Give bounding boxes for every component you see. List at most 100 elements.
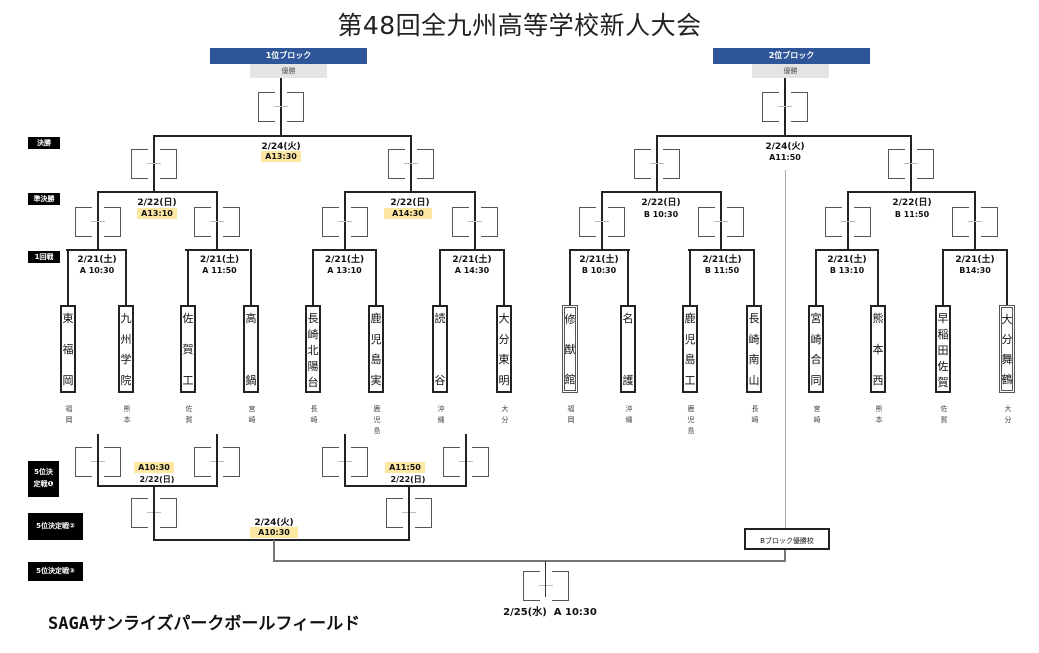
team-name-char: 工 [182, 374, 194, 387]
team-name-char: 早 [937, 312, 949, 325]
bracket-line [97, 191, 99, 249]
bracket-line [312, 249, 314, 305]
prefecture-char: 本 [123, 416, 131, 424]
bracket-line [125, 249, 127, 305]
bracket-line [601, 191, 722, 193]
b2-final-date: 2/24(火) [765, 142, 805, 152]
team-box: 鹿児島実 [368, 305, 384, 393]
team-prefecture: 鹿児島 [683, 404, 699, 437]
bracket-line [877, 249, 879, 305]
score-box [634, 149, 680, 179]
team-name-char: 谷 [434, 374, 446, 387]
block2-header: 2位ブロック [713, 48, 870, 64]
bracket-line [753, 249, 755, 305]
score-box [258, 92, 304, 122]
team-name-char: 島 [370, 353, 382, 367]
round-label-fifth1-line2: 定戦❶ [33, 480, 54, 488]
team-box: 読谷 [432, 305, 448, 393]
round-label-fifth3: 5位決定戦③ [28, 562, 83, 581]
prefecture-char: 大 [501, 405, 509, 413]
b2-semi1-time: B 10:30 [643, 210, 679, 219]
prefecture-char: 崎 [310, 416, 318, 424]
block1-r1-2-time: A 11:50 [202, 266, 237, 275]
team-name-char: 崎 [307, 328, 319, 341]
b1-semi1-date: 2/22(日) [137, 198, 177, 208]
block1-r1-4-date: 2/21(土) [452, 255, 492, 265]
team-box: 修猷館 [562, 305, 578, 393]
bracket-line [474, 191, 476, 249]
score-box [825, 207, 871, 237]
bracket-line [627, 249, 629, 305]
prefecture-char: 分 [501, 416, 509, 424]
team-prefecture: 宮崎 [809, 404, 825, 426]
block2-winner-label: 優勝 [752, 64, 829, 78]
block2-r1-2-time: B 11:50 [704, 266, 740, 275]
team-name-char: 護 [622, 374, 634, 387]
b1-semi1-time-value: A13:10 [137, 208, 177, 219]
team-name-char: 北 [307, 344, 319, 357]
team-name-char: 本 [872, 343, 884, 356]
prefecture-char: 分 [1004, 416, 1012, 424]
bracket-line [250, 249, 252, 305]
prefecture-char: 長 [310, 405, 318, 413]
team-prefecture: 大分 [497, 404, 513, 426]
fifth-r1a-time-value: A10:30 [134, 462, 174, 473]
team-box: 高鍋 [243, 305, 259, 393]
team-box: 名護 [620, 305, 636, 393]
prefecture-char: 島 [687, 427, 695, 435]
b2-semi2-time: B 11:50 [894, 210, 930, 219]
team-name-char: 工 [684, 373, 696, 387]
bracket-line [273, 540, 275, 561]
bracket-line [784, 78, 786, 136]
fifth-r2-date: 2/24(火) [254, 518, 294, 528]
team-box: 熊本西 [870, 305, 886, 393]
team-name-char: 長 [748, 312, 760, 325]
team-name-char: 宮 [810, 312, 822, 325]
b-block-winner-box: Bブロック優勝校 [744, 528, 830, 550]
block2-r1-1-date: 2/21(土) [579, 255, 619, 265]
team-name-char: 九 [120, 312, 132, 325]
score-box [579, 207, 625, 237]
block1-r1-2-date: 2/21(土) [199, 255, 240, 265]
bracket-line [273, 560, 786, 562]
team-name-char: 読 [434, 312, 446, 325]
team-prefecture: 福岡 [61, 404, 77, 426]
prefecture-char: 鹿 [373, 405, 381, 413]
bracket-line [153, 485, 155, 540]
team-name-char: 鹿 [684, 312, 696, 325]
score-box [75, 207, 121, 237]
bracket-line [280, 78, 282, 136]
bracket-line [97, 191, 218, 193]
bracket-line [784, 550, 786, 561]
block1-header: 1位ブロック [210, 48, 367, 64]
bracket-line [974, 191, 976, 249]
team-name-char: 分 [1001, 333, 1013, 346]
fifth-r1a-time: A10:30 [119, 462, 189, 473]
team-box: 東福岡 [60, 305, 76, 393]
team-prefecture: 福岡 [563, 404, 579, 426]
b2-semi2-date: 2/22(日) [892, 198, 932, 208]
block2-r1-4-time: B14:30 [959, 266, 991, 275]
bracket-line [66, 249, 126, 251]
round-label-final: 決勝 [28, 137, 60, 149]
bracket-line [1006, 249, 1008, 305]
team-name-char: 州 [120, 332, 132, 346]
prefecture-char: 沖 [625, 405, 633, 413]
bracket-line [943, 249, 1007, 251]
team-prefecture: 大分 [1000, 404, 1016, 426]
team-name-char: 福 [62, 343, 74, 356]
team-name-char: 児 [370, 332, 382, 346]
bracket-line [720, 191, 722, 249]
prefecture-char: 縄 [437, 416, 445, 424]
team-prefecture: 鹿児島 [369, 404, 385, 437]
team-name-char: 東 [498, 353, 510, 367]
team-name-char: 分 [498, 332, 510, 346]
fifth-r1b-date: 2/22(日) [390, 475, 426, 484]
team-name-char: 修 [564, 313, 576, 326]
bracket-line [312, 249, 376, 251]
fifth-r2-time-value: A10:30 [250, 527, 298, 538]
bracket-line [601, 191, 603, 249]
team-box: 長崎南山 [746, 305, 762, 393]
bracket-line [97, 485, 218, 487]
team-box: 鹿児島工 [682, 305, 698, 393]
